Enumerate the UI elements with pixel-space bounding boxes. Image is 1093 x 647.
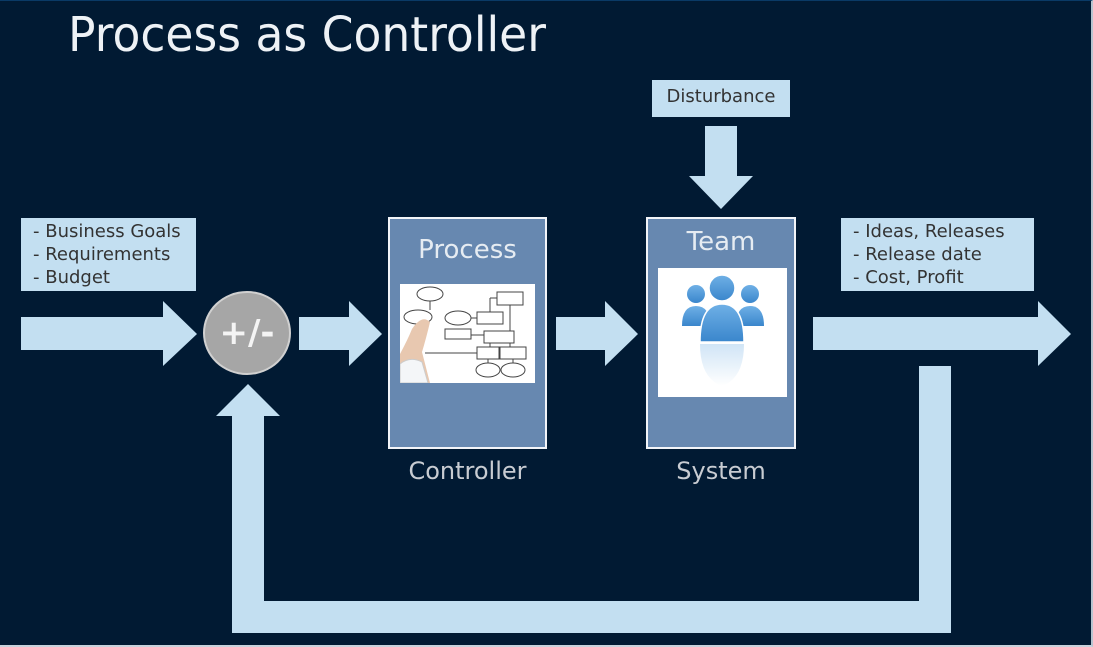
slide-title: Process as Controller bbox=[68, 7, 546, 63]
output-item: - Ideas, Releases bbox=[853, 221, 1005, 242]
disturbance-label: Disturbance bbox=[652, 80, 790, 117]
input-item: - Business Goals bbox=[33, 221, 181, 242]
disturbance-text: Disturbance bbox=[666, 86, 776, 107]
input-arrow bbox=[21, 301, 197, 366]
disturbance-arrow bbox=[689, 126, 753, 209]
controller-to-system-arrow bbox=[556, 301, 638, 366]
system-title: Team bbox=[686, 227, 756, 257]
output-item: - Cost, Profit bbox=[853, 267, 964, 288]
summing-junction: +/- bbox=[203, 291, 291, 375]
feedback-arrow bbox=[216, 366, 951, 633]
input-item: - Budget bbox=[33, 267, 110, 288]
flowchart-drawing-icon bbox=[399, 284, 535, 384]
junction-to-controller-arrow bbox=[299, 301, 382, 366]
controller-title: Process bbox=[418, 235, 517, 265]
input-item: - Requirements bbox=[33, 244, 171, 265]
outputs-label: - Ideas, Releases - Release date - Cost,… bbox=[841, 218, 1034, 291]
output-arrow bbox=[813, 301, 1071, 366]
output-item: - Release date bbox=[853, 244, 982, 265]
system-block: Team bbox=[646, 217, 796, 449]
inputs-label: - Business Goals - Requirements - Budget bbox=[21, 218, 196, 291]
controller-caption: Controller bbox=[408, 457, 527, 485]
controller-block: Process bbox=[388, 217, 547, 449]
system-caption: System bbox=[676, 457, 766, 485]
team-people-icon bbox=[658, 268, 787, 397]
